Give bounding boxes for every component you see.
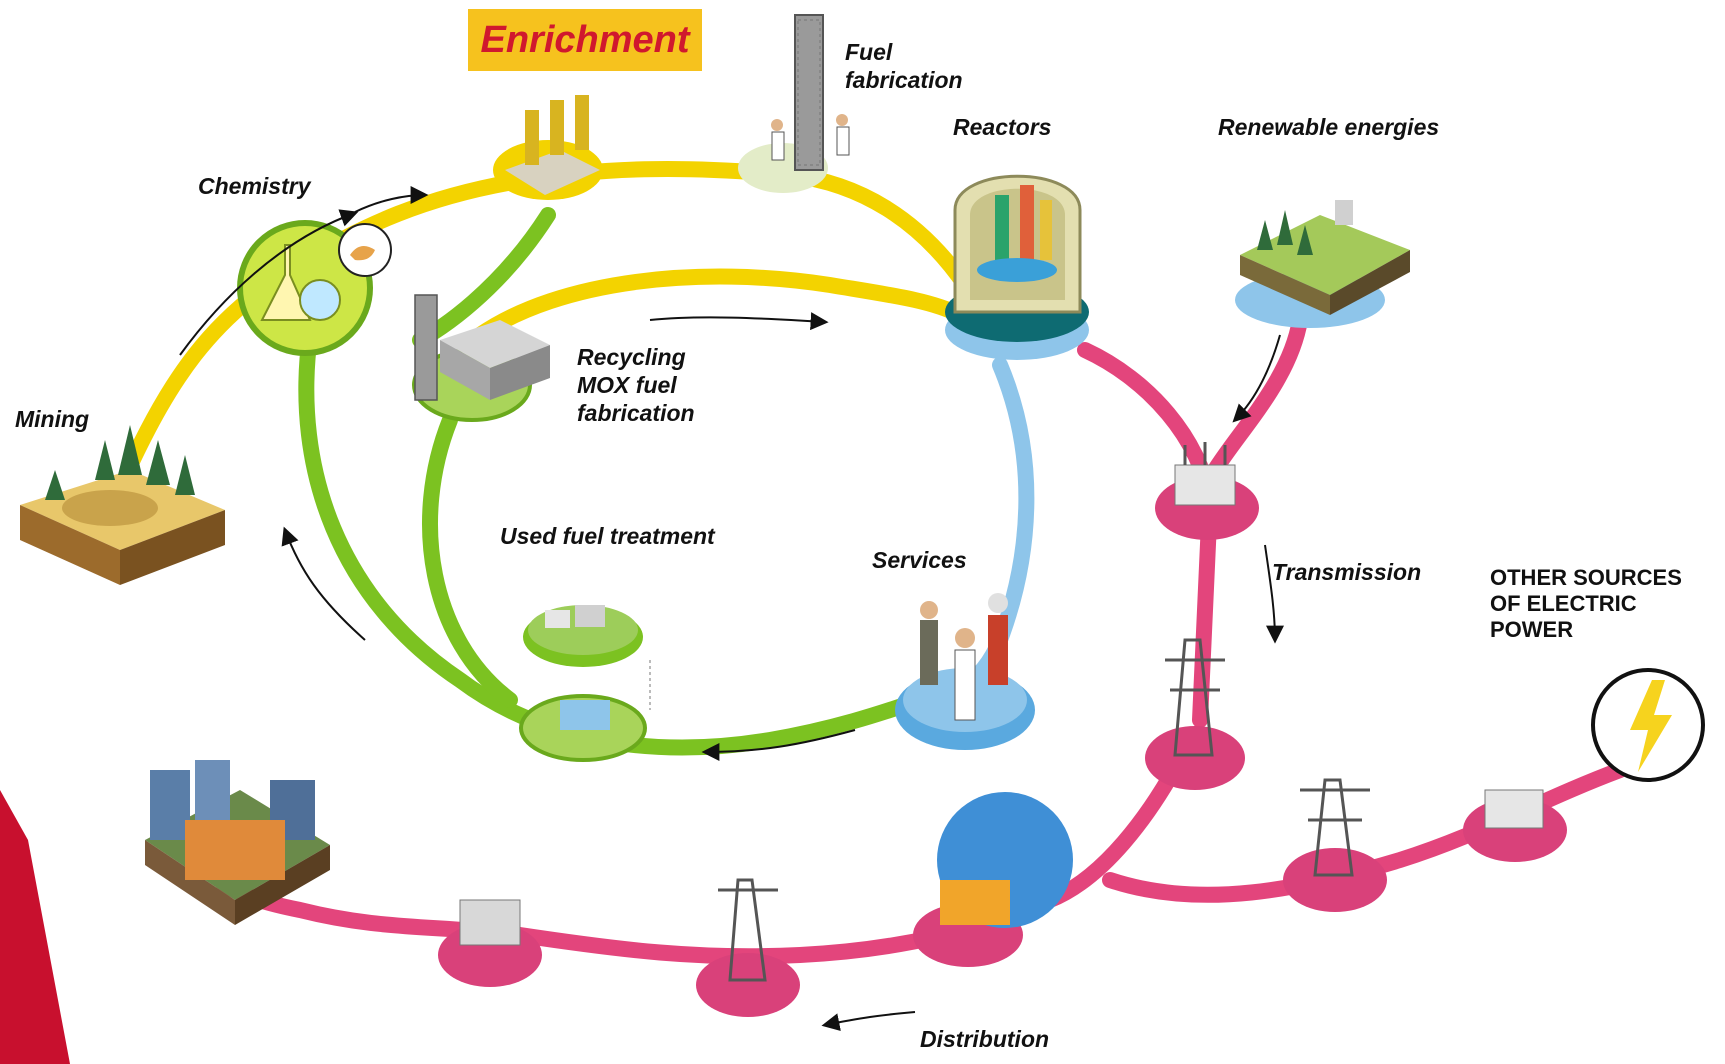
pylon-icon (1145, 638, 1245, 790)
mining-label: Mining (15, 406, 90, 432)
flask-icon (237, 220, 392, 356)
pylon-icon (696, 878, 800, 1017)
fuel-fabrication-label: Fuel fabrication (845, 39, 963, 93)
engineers-icon (895, 593, 1035, 750)
mining-site-icon (20, 425, 225, 585)
used-fuel-treatment-label: Used fuel treatment (500, 523, 715, 549)
services-label: Services (872, 547, 967, 573)
fuel-assembly-icon (738, 14, 850, 193)
renewable-landscape-icon (1235, 200, 1410, 328)
control-globe-icon (913, 792, 1073, 967)
distribution-label: Distribution (920, 1026, 1050, 1052)
reactors-label: Reactors (953, 114, 1052, 140)
centrifuge-icon (493, 95, 603, 200)
transformer-icon (1463, 789, 1567, 862)
lightning-bolt-icon (1591, 668, 1705, 782)
enrichment-label: Enrichment (480, 18, 690, 61)
recycling-label: Recycling MOX fuel fabrication (577, 344, 695, 426)
transmission-label: Transmission (1272, 559, 1422, 585)
back-end-path-outer (298, 207, 928, 756)
transformer-icon (1155, 442, 1259, 540)
treatment-plant-icon (519, 605, 651, 762)
corner-accent (0, 790, 70, 1064)
back-end-path-inner (422, 412, 518, 708)
reactor-vessel-icon (945, 174, 1089, 360)
flow-arrows (179, 186, 1284, 1032)
other-sources-label: OTHER SOURCES OF ELECTRIC POWER (1490, 565, 1682, 642)
city-icon (145, 760, 330, 925)
enrichment-highlight: Enrichment (468, 9, 702, 71)
pylon-icon (1283, 778, 1387, 912)
renewable-energies-label: Renewable energies (1218, 114, 1440, 140)
recycling-path (472, 268, 968, 343)
mox-fuel-icon (412, 294, 550, 422)
meter-cabinet-icon (438, 899, 542, 987)
grid-network-path (212, 312, 1628, 965)
chemistry-label: Chemistry (198, 173, 311, 199)
